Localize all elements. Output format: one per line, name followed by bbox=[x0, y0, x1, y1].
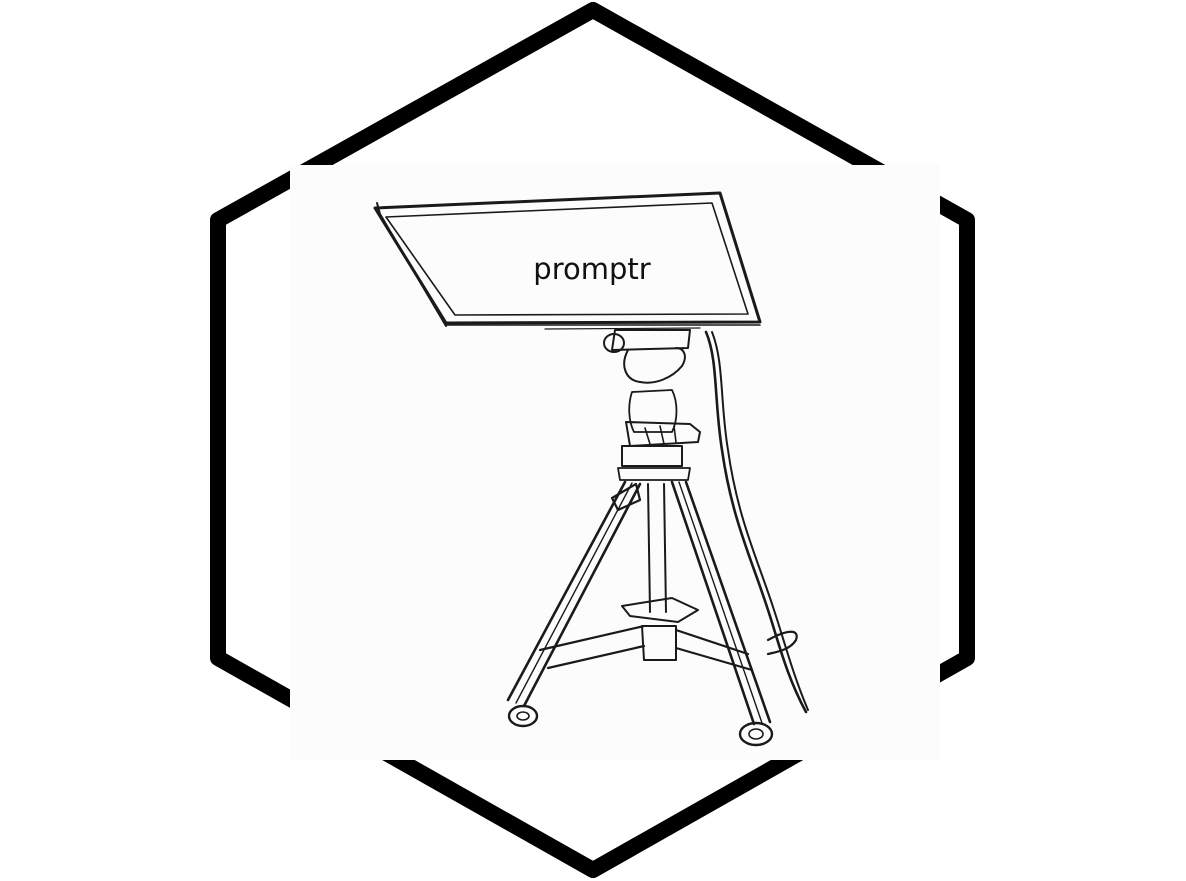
power-cable bbox=[704, 330, 809, 714]
tripod-head bbox=[603, 329, 701, 481]
tripod-wheels bbox=[507, 704, 774, 747]
tripod-column bbox=[621, 483, 699, 661]
tripod-legs bbox=[506, 480, 772, 726]
teleprompter-screen bbox=[373, 191, 762, 330]
teleprompter-illustration bbox=[373, 191, 809, 747]
sketch-backdrop bbox=[290, 165, 940, 760]
logo-title: promptr bbox=[533, 252, 650, 286]
